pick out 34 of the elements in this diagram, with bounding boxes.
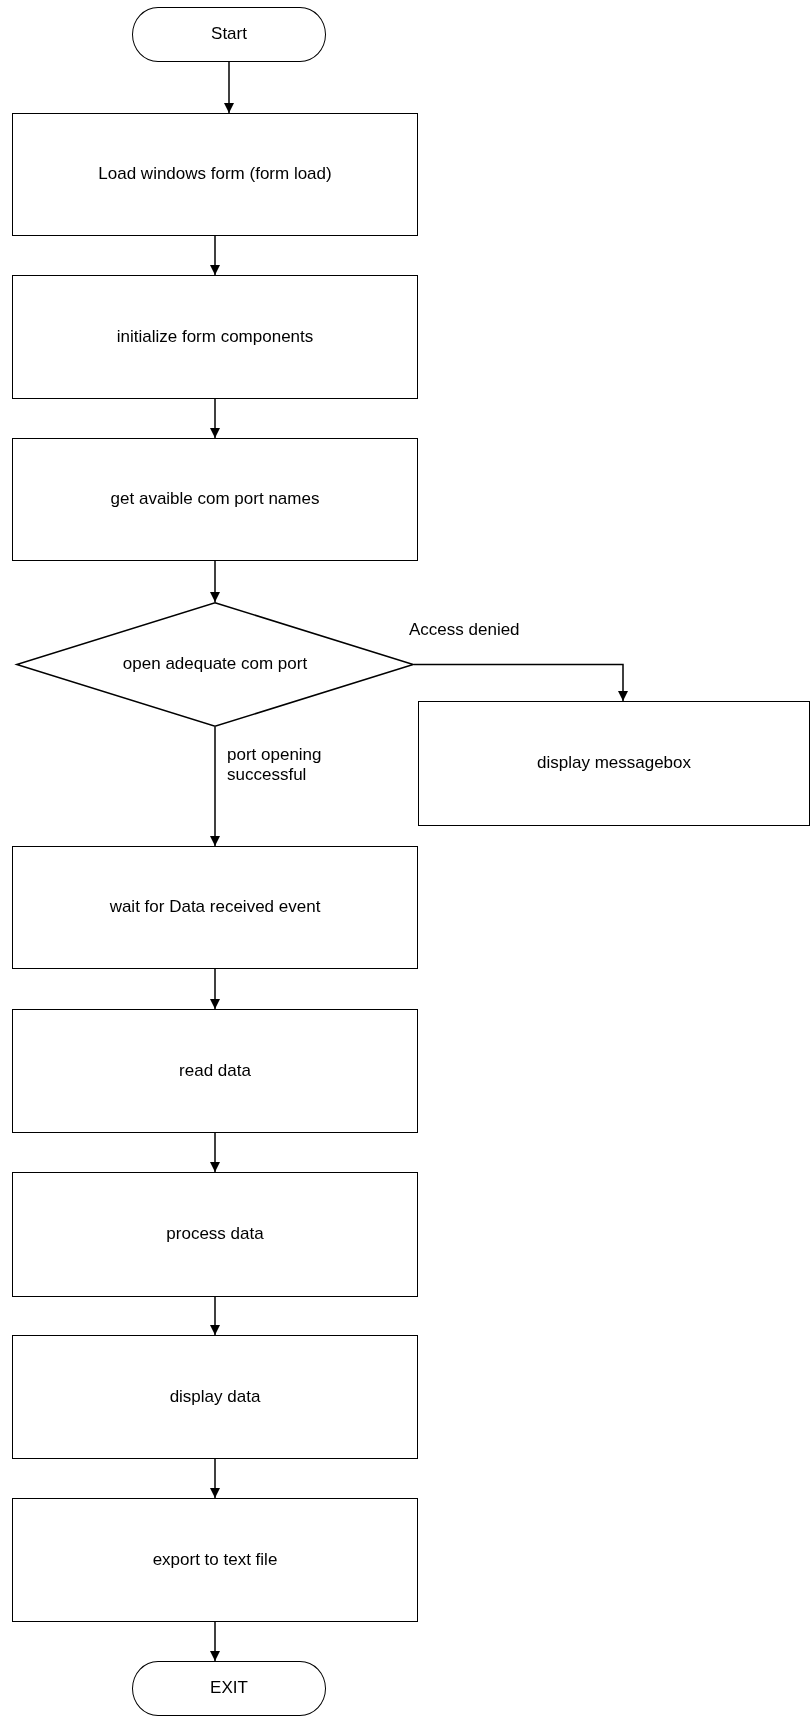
node-text: process data <box>166 1224 264 1245</box>
arrow <box>413 663 628 702</box>
node-text: display data <box>169 1386 261 1408</box>
process-box <box>418 701 810 826</box>
arrow <box>210 560 220 603</box>
process-box <box>12 1335 418 1459</box>
arrow <box>210 1621 220 1662</box>
arrow <box>210 1296 220 1336</box>
node-text: open adequate com port <box>122 654 308 675</box>
node-text: EXIT <box>210 1678 248 1699</box>
node-text: initialize form components <box>116 326 314 348</box>
process-box <box>12 113 418 236</box>
terminal-shape <box>132 7 326 62</box>
node-text: Load windows form (form load) <box>98 164 332 185</box>
arrow <box>210 398 220 439</box>
node-text: read data <box>179 1060 251 1082</box>
arrow <box>210 1132 220 1173</box>
arrow <box>210 235 220 276</box>
arrow <box>210 1458 220 1499</box>
process-box <box>12 1498 418 1622</box>
process-box <box>12 1009 418 1133</box>
process-box <box>12 846 418 969</box>
process-box <box>12 438 418 561</box>
process-box <box>12 275 418 399</box>
node-text: export to text file <box>152 1549 278 1571</box>
node-text: get avaible com port names <box>110 489 320 510</box>
node-text: display messagebox <box>537 753 691 774</box>
process-box <box>12 1172 418 1297</box>
node-text: Start <box>211 24 247 45</box>
arrow <box>224 61 234 114</box>
terminal-shape <box>132 1661 326 1716</box>
node-text: wait for Data received event <box>109 897 321 918</box>
arrow <box>210 968 220 1010</box>
arrow <box>210 726 220 847</box>
